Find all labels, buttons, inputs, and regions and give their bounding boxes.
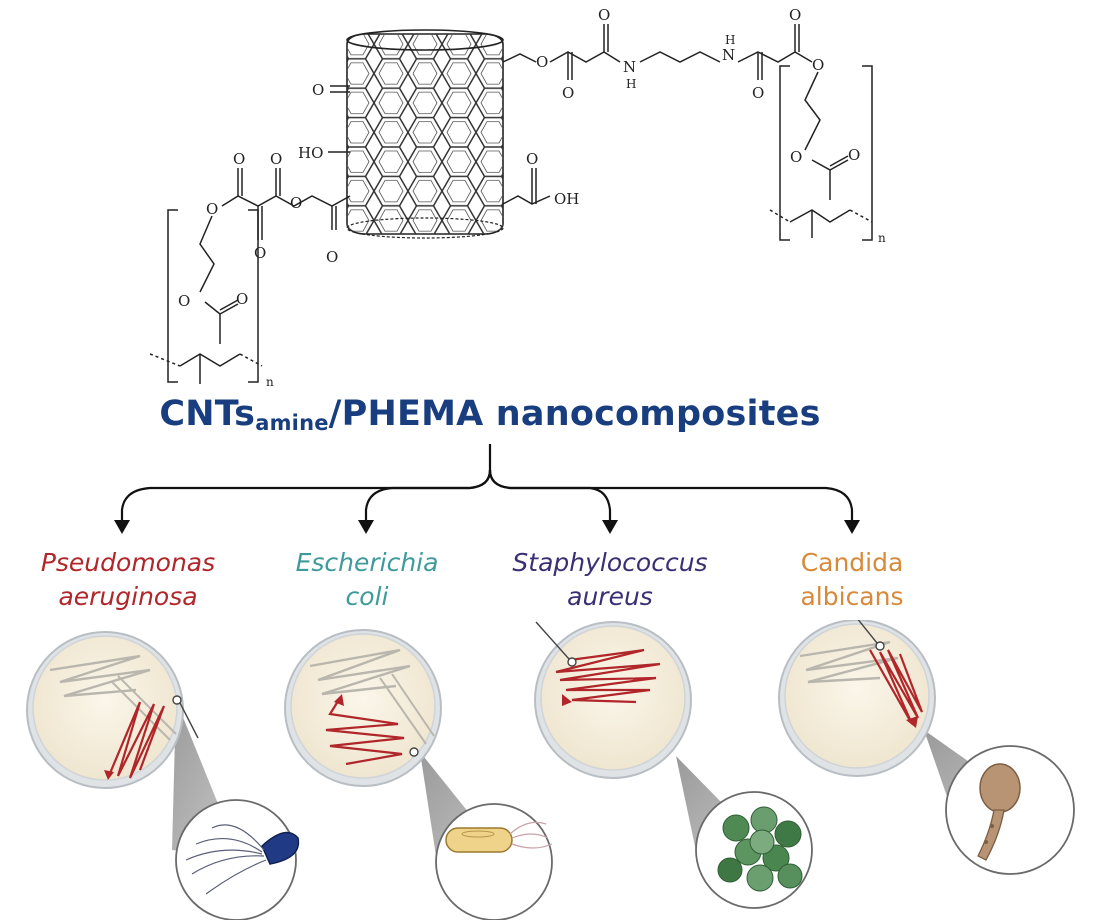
organism-genus: Candida	[800, 548, 904, 577]
ether-oxygen-label: O	[206, 200, 218, 218]
organism-genus: Escherichia	[295, 548, 439, 577]
magnifier-circle	[945, 745, 1075, 875]
ester-oxygen-label: O	[536, 53, 548, 71]
petri-dish-staphylococcus	[534, 621, 813, 909]
petri-dish-pseudomonas	[26, 631, 300, 920]
ether-oxygen-label: O	[178, 292, 190, 310]
streak-red	[325, 697, 405, 766]
pointer-dot	[567, 657, 577, 667]
oxygen-label: O	[752, 84, 764, 102]
carbonyl-oxygen-label: O	[312, 81, 324, 99]
carbon-nanotube	[346, 29, 504, 239]
hydroxyl-label: HO	[298, 144, 323, 162]
repeat-n-label: n	[266, 375, 274, 389]
streak-grey	[49, 654, 151, 698]
bonds	[149, 24, 873, 384]
oxygen-label: O	[254, 244, 266, 262]
title-suffix: /PHEMA nanocomposites	[328, 394, 821, 434]
streak-arrow-icon	[334, 694, 344, 706]
amine-n-label: N	[623, 58, 636, 76]
pointer-line	[857, 620, 878, 644]
streak-red	[555, 648, 661, 704]
organism-label-staphylococcus: Staphylococcus aureus	[486, 546, 734, 614]
streak-arrow-icon	[104, 770, 114, 780]
amine-h-label: H	[725, 33, 735, 47]
oxygen-label: O	[848, 146, 860, 164]
organism-label-candida: Candida albicans	[762, 546, 942, 614]
amine-n-label: N	[722, 46, 735, 64]
organism-label-pseudomonas: Pseudomonas aeruginosa	[12, 546, 244, 614]
rod-bacterium-icon	[445, 821, 553, 853]
streak-red	[106, 701, 166, 779]
organism-species: albicans	[800, 582, 904, 611]
petri-dish-panel	[26, 620, 1075, 920]
ether-oxygen-label: O	[812, 56, 824, 74]
agar	[540, 625, 686, 771]
streak-grey	[799, 640, 899, 684]
streak-grey	[309, 648, 411, 696]
bacillus-flagellated-icon	[185, 824, 300, 895]
oxygen-label: O	[789, 6, 801, 24]
petri-dish-escherichia	[284, 629, 553, 920]
organism-label-escherichia: Escherichia coli	[258, 546, 476, 614]
branch-arrows	[114, 444, 860, 534]
streak-grey	[111, 675, 177, 741]
anhydride-oxygen-label: O	[290, 194, 302, 212]
magnifier-circle	[435, 803, 553, 920]
cocci-cluster-icon	[717, 806, 803, 892]
magnifier-circle	[175, 799, 297, 920]
oxygen-label: O	[562, 84, 574, 102]
oxygen-label: O	[598, 6, 610, 24]
streak-grey	[379, 673, 435, 745]
petri-dish-candida	[778, 620, 1075, 875]
organism-species: coli	[345, 582, 389, 611]
oxygen-label: O	[270, 150, 282, 168]
pointer-dot	[409, 747, 419, 757]
streak-arrow-icon	[906, 716, 918, 728]
agar	[32, 635, 178, 781]
title-subscript: amine	[255, 411, 329, 435]
oxygen-label: O	[526, 150, 538, 168]
amine-h-label: H	[626, 77, 636, 91]
organism-species: aureus	[567, 582, 653, 611]
organism-species: aeruginosa	[58, 582, 198, 611]
oxygen-label: O	[236, 290, 248, 308]
oxygen-label: O	[233, 150, 245, 168]
oxygen-label: O	[326, 248, 338, 266]
yeast-cell-icon	[977, 763, 1021, 861]
cnt-phema-structure: O HO O O O N H N H O O O O O n O OH O O …	[149, 6, 886, 389]
title-prefix: CNTs	[159, 394, 256, 434]
streak-arrow-icon	[562, 694, 572, 706]
organism-genus: Staphylococcus	[512, 548, 708, 577]
ether-oxygen-label: O	[790, 148, 802, 166]
main-title: CNTsamine/PHEMA nanocomposites	[0, 394, 980, 435]
pointer-line	[179, 702, 199, 739]
pointer-dot	[172, 695, 182, 705]
organism-genus: Pseudomonas	[40, 548, 216, 577]
carboxyl-oh-label: OH	[554, 190, 579, 208]
pointer-dot	[875, 641, 885, 651]
pointer-line	[535, 621, 570, 660]
repeat-n-label: n	[878, 231, 886, 245]
